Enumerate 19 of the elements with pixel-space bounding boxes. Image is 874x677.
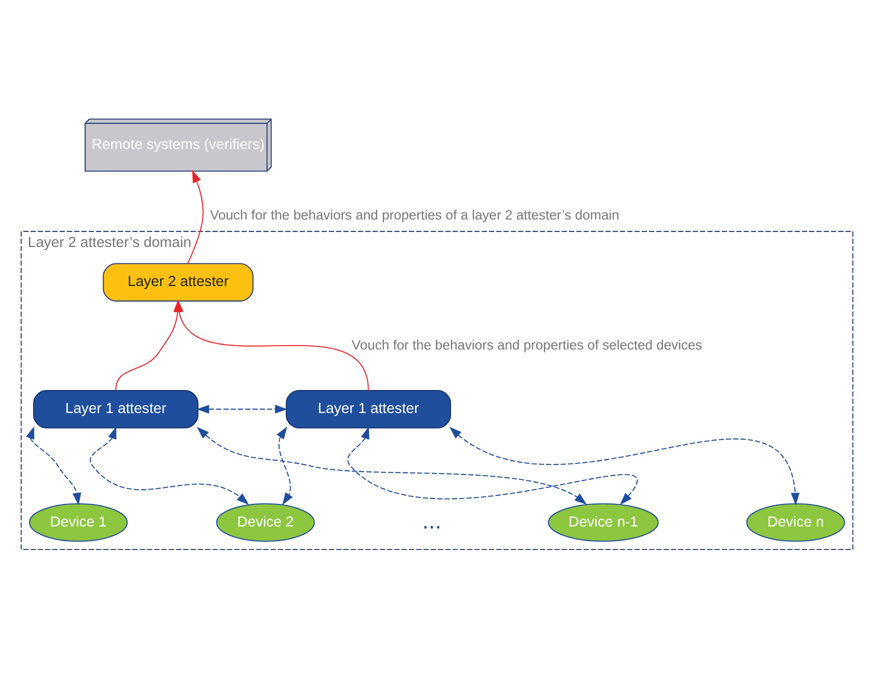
node-ellipse: Device n-1 [548, 503, 659, 542]
arrow [174, 300, 369, 391]
node-ellipse: Device 2 [216, 503, 315, 542]
arrow [449, 426, 800, 506]
arrow [26, 426, 82, 506]
label: ... [422, 507, 442, 534]
node-box: Layer 2 attester [102, 263, 254, 302]
arrow [196, 426, 587, 505]
arrow [90, 426, 249, 505]
edge-label: Vouch for the behaviors and properties of a layer 2 attester’s domain [210, 207, 620, 222]
node-box: Layer 1 attester [33, 390, 198, 428]
arrow [187, 170, 204, 264]
node-box: Layer 1 attester [286, 390, 452, 428]
arrow [276, 426, 293, 506]
arrow [347, 426, 637, 505]
node-ellipse: Device n [746, 503, 846, 542]
arrow [196, 404, 288, 414]
edge-label: Vouch for the behaviors and properties of selected devices [352, 337, 702, 352]
node-ellipse: Device 1 [28, 503, 128, 542]
